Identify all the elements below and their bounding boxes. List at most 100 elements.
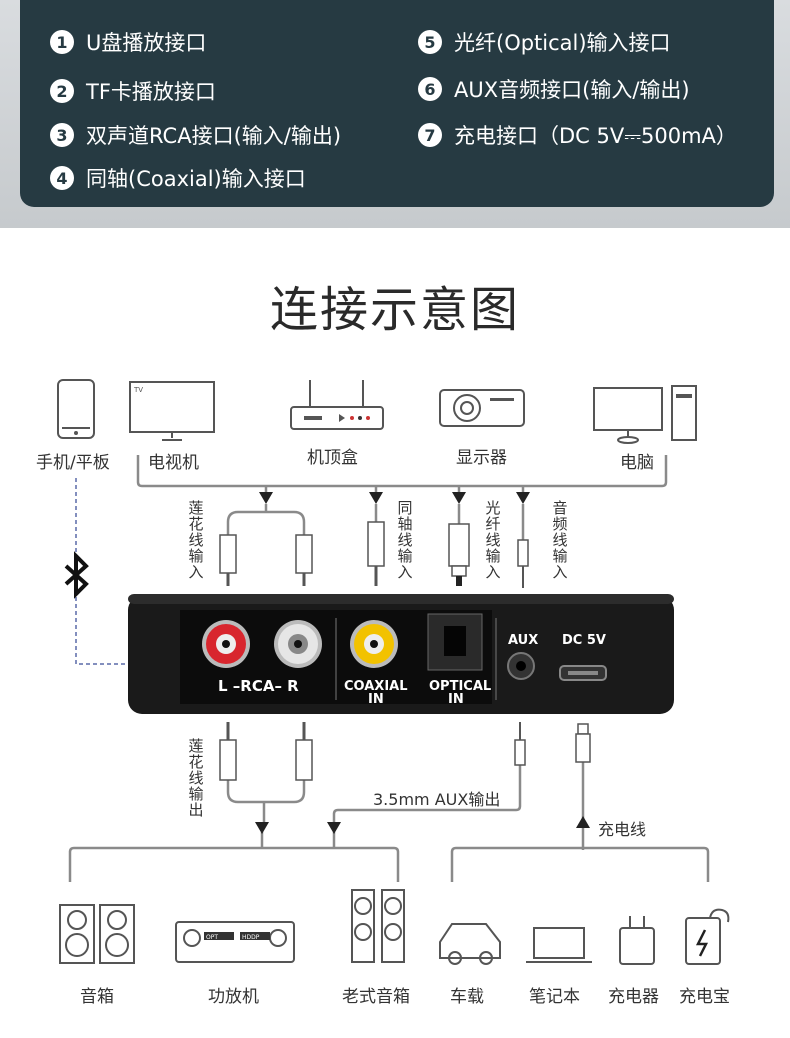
input-label-coaxial: 同轴线输入 [397,499,413,581]
projector-icon [439,389,525,427]
monitor-base [617,436,639,444]
amplifier-icon [175,921,295,963]
port-label: 双声道RCA接口(输入/输出) [86,124,342,148]
monitor-icon [593,387,663,431]
output-label-aux: 3.5mm AUX输出 [373,790,501,809]
rca-out-cable [226,780,306,804]
projector-lens-icon [453,394,481,422]
port-number: 5 [418,30,442,54]
settop-led-2 [358,416,362,420]
port-item-2: 2 TF卡播放接口 [50,75,216,107]
target-label-old-speaker: 老式音箱 [342,987,410,1007]
device-label-coaxial: COAXIAL [344,679,408,694]
settop-led-1 [350,416,354,420]
page-title: 连接示意图 [269,282,520,338]
port-number: 1 [50,30,74,54]
charger-icon [619,927,655,965]
arrow-down-rca-out [255,822,269,834]
laptop-icon [533,927,585,959]
phone-home-button [74,431,78,435]
device-label-optical-in: IN [448,692,464,707]
speaker-right-icon [99,904,135,964]
port-item-1: 1 U盘播放接口 [50,26,206,58]
input-label-rca: 莲花线输入 [188,499,204,581]
projector-vent [490,398,514,401]
port-label: 同轴(Coaxial)输入接口 [86,167,306,191]
target-label-car: 车载 [450,987,484,1007]
bluetooth-link [75,478,125,665]
rca-in-plugs [219,534,313,586]
source-label-pc: 电脑 [620,453,654,473]
pc-tower-icon [671,385,697,441]
source-bracket-line [136,455,668,488]
device-label-dc: DC 5V [562,633,606,648]
old-speaker-right-icon [381,889,405,963]
input-label-aux: 音频线输入 [552,499,568,581]
amp-display-box-1 [204,932,234,940]
rca-in-cable [226,510,306,535]
device-label-rca: L –RCA– R [218,677,299,695]
charge-output-bracket [450,846,710,882]
device-label-optical: OPTICAL [429,679,492,694]
input-label-optical: 光纤线输入 [485,499,501,581]
settop-icon [290,406,384,430]
settop-display-bar [304,416,322,420]
arrow-down-aux-in [516,492,530,504]
settop-led-3 [366,416,370,420]
aux-out-plug [514,722,526,766]
optical-in-plug [448,523,470,586]
coaxial-in-plug [367,521,385,586]
arrow-down-aux-out [327,822,341,834]
target-label-powerbank: 充电宝 [679,987,730,1007]
car-icon [439,923,501,959]
projector-lens-inner-icon [460,401,474,415]
powerbank-icon [685,917,721,965]
port-item-7: 7 充电接口（DC 5V⎓500mA） [418,119,737,151]
bluetooth-receiver-device [128,594,674,714]
target-label-charger: 充电器 [608,987,659,1007]
source-label-phone: 手机/平板 [36,453,110,473]
port-label: TF卡播放接口 [86,80,216,104]
arrow-down-coaxial-in [369,492,383,504]
arrow-down-optical-in [452,492,466,504]
pc-drive-bay [676,394,692,398]
rca-out-plugs [219,722,313,781]
device-label-coaxial-in: IN [368,692,384,707]
port-label: U盘播放接口 [86,31,207,55]
rca-plug-right-in [295,534,313,574]
arrow-down-rca-in [259,492,273,504]
source-label-projector: 显示器 [456,448,507,468]
device-label-aux: AUX [508,633,539,648]
device-top-edge [128,594,674,604]
port-number: 2 [50,79,74,103]
amp-display-text-2: HDDP [242,934,260,941]
source-label-settop: 机顶盒 [307,448,358,468]
port-label: 充电接口（DC 5V⎓500mA） [454,124,737,148]
port-number: 4 [50,166,74,190]
port-legend-panel: 1 U盘播放接口 2 TF卡播放接口 3 双声道RCA接口(输入/输出) 4 同… [20,0,774,207]
port-number: 6 [418,77,442,101]
aux-out-cable [332,765,522,822]
arrow-up-charge [576,816,590,828]
old-speaker-left-icon [351,889,375,963]
phone-icon [57,379,95,439]
rca-plug-left-in [219,534,237,574]
port-label: 光纤(Optical)输入接口 [454,31,671,55]
source-label-tv: 电视机 [148,453,199,473]
output-label-rca: 莲花线输出 [188,737,204,819]
aux-in-plug [517,539,529,588]
target-label-laptop: 笔记本 [529,987,580,1007]
output-label-charge: 充电线 [598,820,647,839]
audio-output-bracket [68,846,400,882]
port-item-4: 4 同轴(Coaxial)输入接口 [50,162,306,194]
port-label: AUX音频接口(输入/输出) [454,78,690,102]
port-item-3: 3 双声道RCA接口(输入/输出) [50,119,341,151]
bluetooth-icon [64,551,89,599]
speaker-left-icon [59,904,95,964]
port-item-5: 5 光纤(Optical)输入接口 [418,26,671,58]
port-number: 7 [418,123,442,147]
amp-display-box-2 [240,932,270,940]
target-label-amplifier: 功放机 [208,987,259,1007]
tv-screen-text: TV [133,386,143,394]
